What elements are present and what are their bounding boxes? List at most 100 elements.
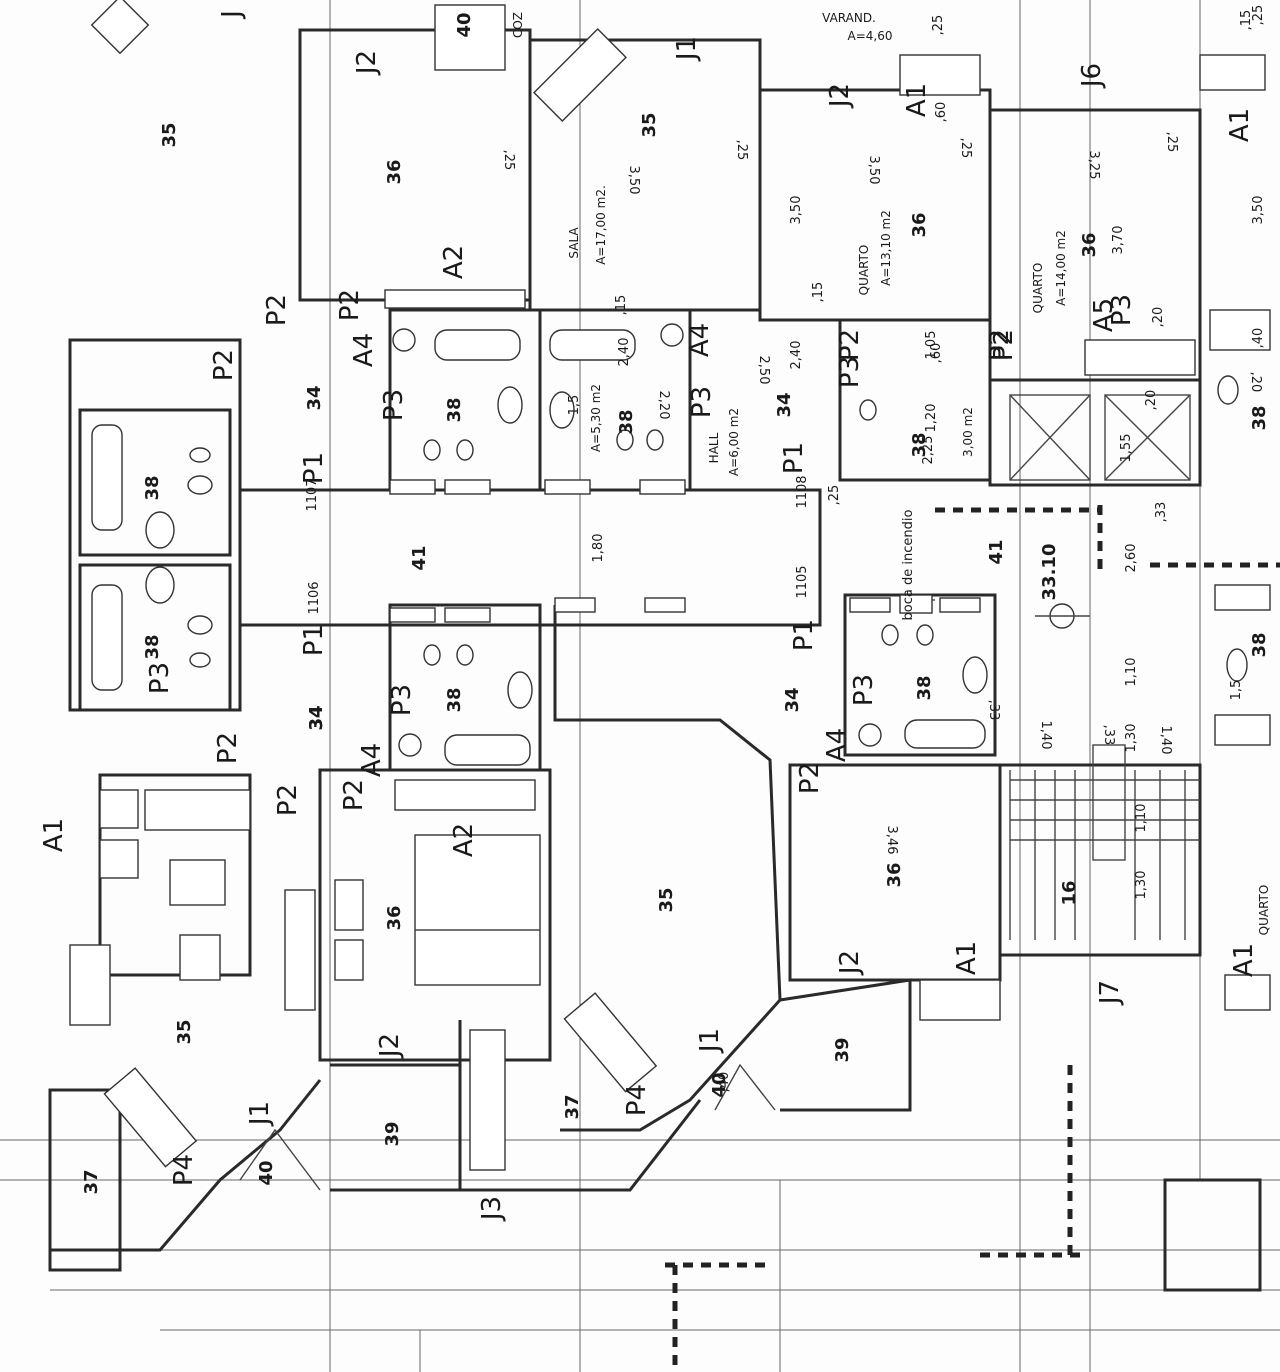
room-area-label: QUARTO	[1257, 885, 1271, 936]
dimension-label: 1,20	[924, 404, 939, 433]
room-code-label: J	[217, 10, 247, 20]
room-number-label: 35	[639, 112, 660, 137]
room-code-label: A1	[1225, 108, 1255, 142]
room-area-label: QUARTO	[1031, 263, 1045, 314]
room-number-label: 38	[1249, 632, 1270, 657]
room-code-label: P2	[985, 329, 1015, 361]
dimension-label: 2,20	[656, 391, 671, 420]
room-number-label: 38	[444, 397, 465, 422]
room-code-label: J2	[375, 1033, 405, 1059]
room-code-label: A4	[685, 323, 715, 357]
dimension-label: 2,50	[756, 356, 771, 385]
room-number-label: 36	[909, 212, 930, 237]
room-number-label: 38	[142, 475, 163, 500]
room-number-label: 36	[884, 862, 905, 887]
room-code-label: A4	[357, 743, 387, 777]
room-code-label: P1	[299, 624, 329, 656]
room-code-label: J3	[477, 1196, 507, 1222]
room-code-label: P2	[273, 784, 303, 816]
room-number-label: 38	[142, 634, 163, 659]
dimension-label: ,60	[934, 102, 949, 123]
room-code-label: A5	[1089, 298, 1119, 332]
elevator-shafts	[1009, 394, 1191, 481]
room-number-label: 36	[384, 159, 405, 184]
dimension-label: ,15	[614, 295, 629, 316]
room-code-label: P3	[379, 389, 409, 421]
dimension-label: 1,80	[591, 534, 606, 563]
dimension-label: 1,5	[1229, 680, 1244, 701]
dimension-label: ,40	[717, 1072, 732, 1093]
room-number-label: 38	[914, 675, 935, 700]
level-annotation: 33.10	[1039, 544, 1060, 601]
room-code-label: P1	[789, 619, 819, 651]
dimension-label: 2,25	[921, 436, 936, 465]
room-code-label: J2	[835, 950, 865, 976]
room-code-label: P1	[779, 442, 809, 474]
apartment-number-label: 1108	[795, 475, 810, 508]
room-code-label: P2	[335, 289, 365, 321]
room-number-label: 38	[616, 409, 637, 434]
room-number-label: 34	[304, 385, 325, 410]
room-code-label: A4	[822, 728, 852, 762]
room-area-label: A=13,10 m2	[879, 210, 893, 286]
room-number-label: 16	[1059, 880, 1080, 905]
fixtures	[91, 323, 1248, 766]
dimension-label: 1,05	[924, 331, 939, 360]
room-code-label: A1	[1229, 943, 1259, 977]
room-code-label: P2	[989, 329, 1019, 361]
room-number-label: 34	[306, 705, 327, 730]
dimension-label: 1,40	[1158, 726, 1173, 755]
room-area-label: A=5,30 m2	[589, 384, 603, 452]
room-area-label: A=17,00 m2.	[594, 185, 608, 265]
room-area-label: HALL	[707, 432, 721, 463]
room-number-label: 40	[709, 1072, 730, 1097]
room-code-label: J1	[245, 1101, 275, 1127]
room-code-label: P4	[622, 1084, 652, 1116]
dimension-label: ,25	[958, 138, 973, 159]
hydrant-annotation: boca de incendio	[901, 510, 916, 621]
room-area-label: 3,00 m2	[961, 407, 975, 457]
dimension-label: 1,30	[1134, 871, 1149, 900]
dimension-label: 1,30	[1124, 724, 1139, 753]
dimension-label: 3,50	[866, 156, 881, 185]
room-code-label: P2	[209, 349, 239, 381]
dimension-label: ,40	[1251, 328, 1266, 349]
dimension-label: ,15	[811, 282, 826, 303]
dimension-label: ,33	[1101, 725, 1116, 746]
room-code-label: P3	[849, 674, 879, 706]
room-code-label: P2	[835, 329, 865, 361]
dimension-label: ,25	[1251, 5, 1266, 26]
room-code-label: A1	[39, 818, 69, 852]
dimension-label: 1,55	[1119, 434, 1134, 463]
stairs	[1009, 744, 1200, 940]
furniture	[69, 0, 658, 1171]
dimension-label: ,25	[734, 140, 749, 161]
room-number-label: 36	[1079, 232, 1100, 257]
room-code-label: P2	[262, 294, 292, 326]
dimension-label: 2,40	[789, 341, 804, 370]
dimension-label: 3,50	[789, 196, 804, 225]
walls	[48, 28, 1262, 1292]
room-number-label: 38	[444, 687, 465, 712]
dimension-label: ,25	[1164, 132, 1179, 153]
dimension-label: ,33	[986, 700, 1001, 721]
room-code-label: P4	[169, 1154, 199, 1186]
room-area-label: VARAND.	[822, 11, 876, 25]
room-area-label: A=14,00 m2	[1054, 230, 1068, 306]
room-code-label: P2	[795, 762, 825, 794]
dimension-label: 2,60	[1124, 544, 1139, 573]
room-code-label: P3	[835, 356, 865, 388]
room-code-label: P3	[687, 386, 717, 418]
dimension-label: 2,40	[617, 338, 632, 367]
room-code-label: P3	[1107, 294, 1137, 326]
dimension-label: ,60	[929, 343, 944, 364]
room-area-label: A=6,00 m2	[727, 408, 741, 476]
dimension-label: 3,50	[1251, 196, 1266, 225]
room-number-label: 34	[782, 687, 803, 712]
room-number-label: 37	[81, 1169, 102, 1194]
room-number-label: 41	[986, 539, 1007, 564]
dimension-label: 1,10	[1124, 658, 1139, 687]
room-code-label: J2	[352, 50, 382, 76]
apartment-number-label: 1107	[305, 478, 320, 511]
